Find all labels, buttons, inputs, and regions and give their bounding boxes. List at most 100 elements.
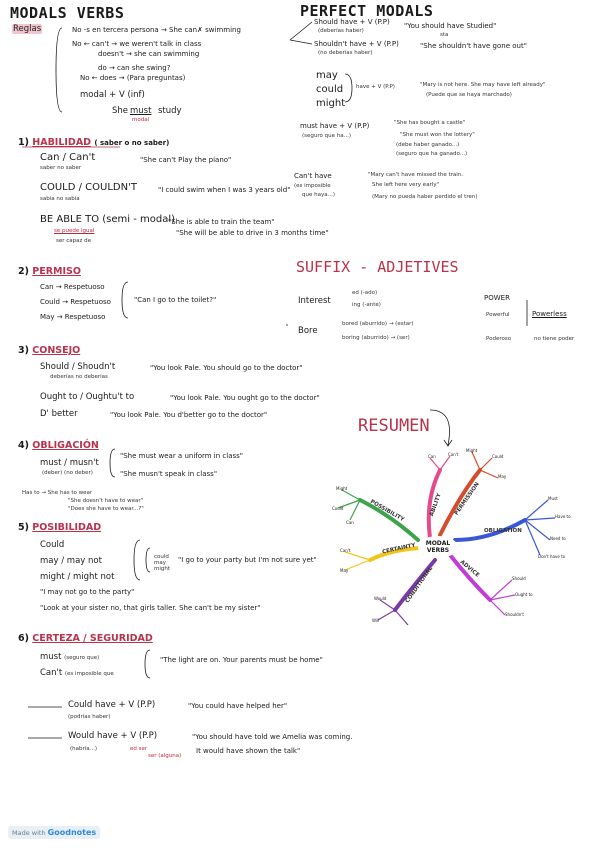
badge-app: Goodnotes xyxy=(47,828,97,837)
bottom-1-ex: "You could have helped her" xyxy=(188,702,288,710)
perf-p1-sub: (deberías haber) xyxy=(318,28,364,34)
pos-ex-3: "Look at your sister no, that girls tall… xyxy=(40,604,261,612)
perf-cant-ex3: (Mary no pueda haber perdido el tren) xyxy=(372,194,478,200)
regla-2b: doesn't → she can swimming xyxy=(98,50,200,58)
pos-mid: could may might xyxy=(154,554,171,572)
perf-p1-ex2: sta xyxy=(440,32,449,38)
perm-ex: "Can I go to the toilet?" xyxy=(134,296,217,304)
perf-p2-ex: "She shouldn't have gone out" xyxy=(420,42,527,50)
badge-made: Made with xyxy=(12,829,46,837)
mindmap-leaf: Ought to xyxy=(515,592,533,597)
mindmap-leaf: May xyxy=(498,474,507,479)
section-title: POSIBILIDAD xyxy=(32,522,102,533)
obl-item-2b: "She doesn't have to wear" xyxy=(68,498,144,504)
mindmap-leaf: Could xyxy=(492,454,504,459)
cons-item-3-ex: "You look Pale. You d'better go to the d… xyxy=(110,411,268,419)
cert-item-1-sub: (seguro que) xyxy=(64,655,100,661)
hab-can: Can / Can't xyxy=(40,152,96,163)
pos-ex-1: "I go to your party but I'm not sure yet… xyxy=(178,556,317,564)
obl-item-1: must / musn't xyxy=(40,458,99,468)
mindmap-leaf: Can't xyxy=(340,548,351,553)
obl-item-1-sub: (deber) (no deber) xyxy=(42,470,93,476)
mindmap-leaf: Need to xyxy=(550,536,566,541)
perf-cant-ex2: She left here very early" xyxy=(372,182,440,188)
resumen-title: RESUMEN xyxy=(358,416,430,436)
obl-ex-2: "She musn't speak in class" xyxy=(120,470,218,478)
goodnotes-badge: Made with Goodnotes xyxy=(8,826,101,839)
hab-able-ex2: "She will be able to drive in 3 months t… xyxy=(176,229,329,237)
perm-item-2: Could → Respetuoso xyxy=(40,298,111,306)
reglas-label: Reglas xyxy=(12,24,43,34)
section-num: 5) xyxy=(18,522,29,533)
section-habilidad: 1) HABILIDAD ( saber o no saber) xyxy=(18,137,169,148)
hab-can-sub: saber no saber xyxy=(40,165,82,171)
mindmap-leaf: Would xyxy=(374,596,387,601)
suffix-powerful: Powerful xyxy=(486,312,510,318)
regla-1: No -s en tercera persona → She can✗ swim… xyxy=(72,26,241,34)
perf-must-ex3: (debe haber ganado...) xyxy=(396,142,460,148)
hab-could-ex: "I could swim when I was 3 years old" xyxy=(158,186,291,194)
section-posibilidad: 5) POSIBILIDAD xyxy=(18,522,101,533)
suffix-bored: bored (aburrido) → (estar) xyxy=(342,321,414,327)
perf-might: might xyxy=(316,98,346,109)
regla-3a: do → can she swing? xyxy=(98,64,171,72)
hab-able-sub: ser capaz de xyxy=(56,238,92,244)
cons-item-1-sub: deberías no deberías xyxy=(50,374,108,380)
suffix-ing: ing (-ante) xyxy=(352,302,381,308)
section-num: 4) xyxy=(18,440,29,451)
suffix-bore: Bore xyxy=(298,326,318,336)
suffix-power: POWER xyxy=(484,294,510,302)
perf-may: may xyxy=(316,70,338,81)
cons-item-3: D' better xyxy=(40,409,78,419)
section-consejo: 3) CONSEJO xyxy=(18,345,80,356)
suffix-boring: boring (aburrido) → (ser) xyxy=(342,335,410,341)
suffix-poderoso: Poderoso xyxy=(486,336,512,342)
hab-able: BE ABLE TO (semi - modal) xyxy=(40,214,176,225)
bottom-2-red: ed ser xyxy=(130,746,148,752)
perf-p1-ex: "You should have Studied" xyxy=(404,22,497,30)
mindmap-leaf: Might xyxy=(466,448,478,453)
section-num: 3) xyxy=(18,345,29,356)
bottom-2: Would have + V (P.P) xyxy=(68,731,158,741)
pos-item-1: Could xyxy=(40,540,65,550)
suffix-interest: Interest xyxy=(298,296,331,306)
perm-item-1: Can → Respetuoso xyxy=(40,283,105,291)
mindmap-leaf: Can xyxy=(346,520,354,525)
mindmap-leaf: Shouldn't xyxy=(505,612,524,617)
perf-p2: Shouldn't have + V (P.P) xyxy=(314,40,399,48)
perf-cant-ex1: "Mary can't have missed the train. xyxy=(368,172,464,178)
bottom-2-ex: "You should have told we Amelia was comi… xyxy=(192,733,353,741)
suffix-ed: ed (-ado) xyxy=(352,290,378,296)
section-obligacion: 4) OBLIGACIÓN xyxy=(18,440,99,451)
suffix-powerless: Powerless xyxy=(532,310,567,318)
perf-must-sub: (seguro que ha...) xyxy=(302,133,351,139)
mindmap-leaf: Don't have to xyxy=(538,554,566,559)
cert-item-2: Can't (es imposible que xyxy=(40,668,114,678)
regla-5a: She xyxy=(112,106,129,116)
mindmap-center: MODAL VERBS xyxy=(418,536,458,558)
bottom-2-ex2: It would have shown the talk" xyxy=(196,747,301,755)
cert-ex: "The light are on. Your parents must be … xyxy=(160,656,323,664)
hab-able-ex1: "She is able to train the team" xyxy=(168,218,275,226)
cons-item-2: Ought to / Oughtu't to xyxy=(40,392,135,402)
mindmap-obligation: OBLIGATION xyxy=(484,528,522,534)
perf-could: could xyxy=(316,84,344,95)
cert-item-1: must (seguro que) xyxy=(40,652,99,662)
hab-could: COULD / COULDN'T xyxy=(40,182,137,193)
section-title: CONSEJO xyxy=(32,345,81,356)
section-num: 2) xyxy=(18,266,29,277)
perf-m-ex2: (Puede que se haya marchado) xyxy=(426,92,512,98)
regla-3b: No ← does → (Para preguntas) xyxy=(80,74,186,82)
obl-item-2: Has to → She has to wear xyxy=(22,490,93,496)
mindmap-leaf: Might xyxy=(336,486,348,491)
regla-5b: must xyxy=(130,106,152,116)
cons-item-1: Should / Shoudn't xyxy=(40,362,116,372)
section-permiso: 2) PERMISO xyxy=(18,266,81,277)
section-title: HABILIDAD xyxy=(32,137,92,148)
obl-item-2c: "Does she have to wear...?" xyxy=(68,506,144,512)
regla-4: modal + V (inf) xyxy=(80,90,145,100)
perfect-title: PERFECT MODALS xyxy=(300,2,434,20)
cons-item-2-ex: "You look Pale. You ought go to the doct… xyxy=(170,394,320,402)
section-certeza: 6) CERTEZA / SEGURIDAD xyxy=(18,633,153,644)
